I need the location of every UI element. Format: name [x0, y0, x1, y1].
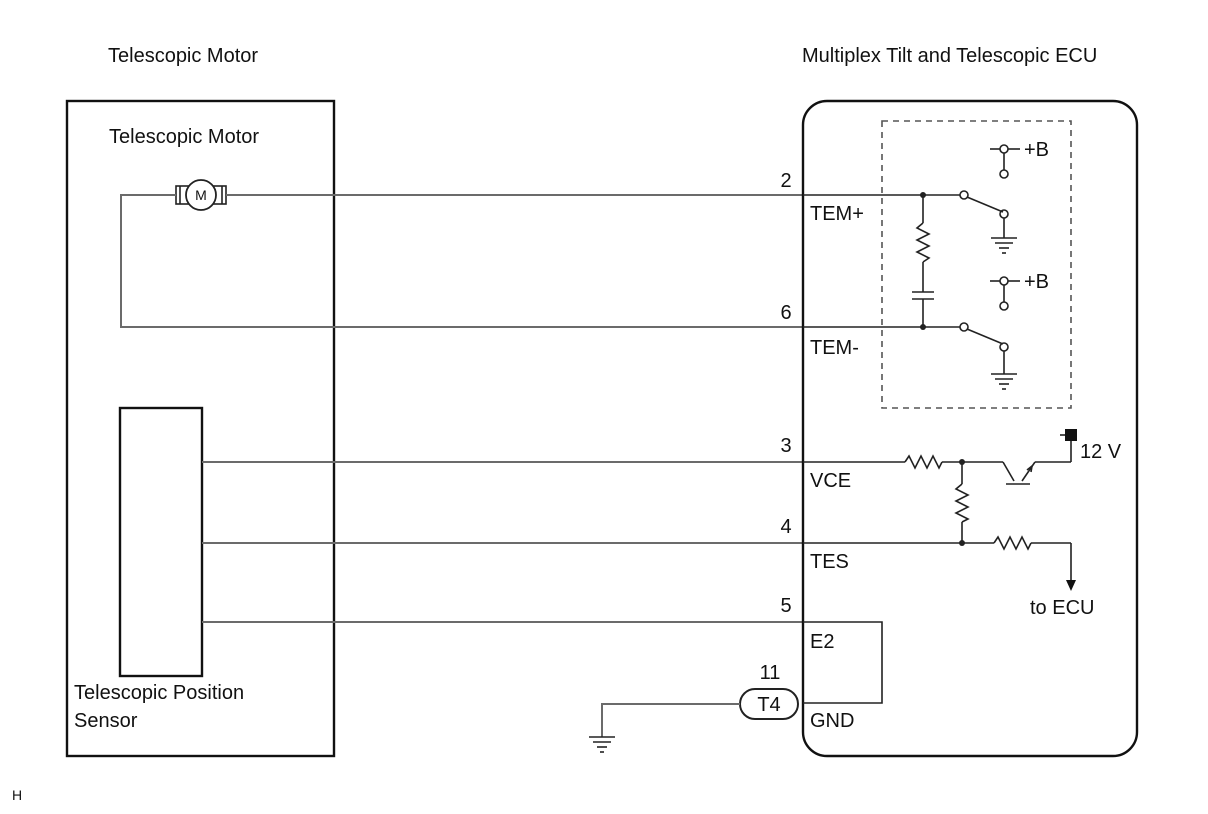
plus-b-label-1: +B — [1024, 139, 1049, 161]
left-component-header: Telescopic Motor — [108, 45, 258, 67]
pin-name-tem-minus: TEM- — [810, 337, 859, 359]
upper-relay-switch — [959, 144, 1020, 238]
pin-number-2: 2 — [780, 170, 791, 192]
pin-name-tes: TES — [810, 551, 849, 573]
motor-icon: M — [175, 179, 227, 211]
ground-point-label: T4 — [757, 694, 780, 716]
pin-number-5: 5 — [780, 595, 791, 617]
sensor-label-line1: Telescopic Position — [74, 682, 244, 704]
snubber-resistor — [915, 195, 931, 292]
pull-resistor — [954, 483, 970, 523]
pin-name-gnd: GND — [810, 710, 854, 732]
pin-name-tem-plus: TEM+ — [810, 203, 864, 225]
ground-icon-body — [589, 736, 615, 753]
motor-driver-block — [881, 120, 1072, 409]
to-ecu-arrow-icon — [1066, 580, 1076, 591]
wire-tem-minus — [120, 194, 803, 328]
to-ecu-label: to ECU — [1030, 597, 1094, 619]
motor-label: Telescopic Motor — [109, 126, 259, 148]
motor-symbol-letter: M — [195, 187, 207, 203]
snubber-capacitor — [912, 291, 934, 327]
pin-number-11: 11 — [760, 662, 781, 684]
voltage-label: 12 V — [1080, 441, 1122, 463]
lower-relay-switch — [959, 276, 1020, 374]
transistor-icon — [1002, 440, 1072, 485]
vce-resistor — [904, 454, 943, 470]
wire-ground — [601, 703, 740, 737]
pin-number-4: 4 — [780, 516, 791, 538]
pin-name-e2: E2 — [810, 631, 834, 653]
ecu-box — [801, 99, 1139, 758]
pin-number-3: 3 — [780, 435, 791, 457]
ground-icon-lower — [991, 373, 1017, 390]
ground-icon-upper — [991, 237, 1017, 254]
pin-number-6: 6 — [780, 302, 791, 324]
motor-assembly-box — [65, 99, 336, 758]
e2-gnd-link — [803, 621, 883, 704]
power-terminal-icon — [1065, 429, 1077, 441]
footer-code: H — [12, 787, 22, 803]
plus-b-label-2: +B — [1024, 271, 1049, 293]
pin-name-vce: VCE — [810, 470, 851, 492]
right-component-header: Multiplex Tilt and Telescopic ECU — [802, 45, 1097, 67]
position-sensor-box — [118, 406, 204, 678]
sensor-label-line2: Sensor — [74, 710, 138, 732]
tes-resistor — [993, 535, 1032, 551]
